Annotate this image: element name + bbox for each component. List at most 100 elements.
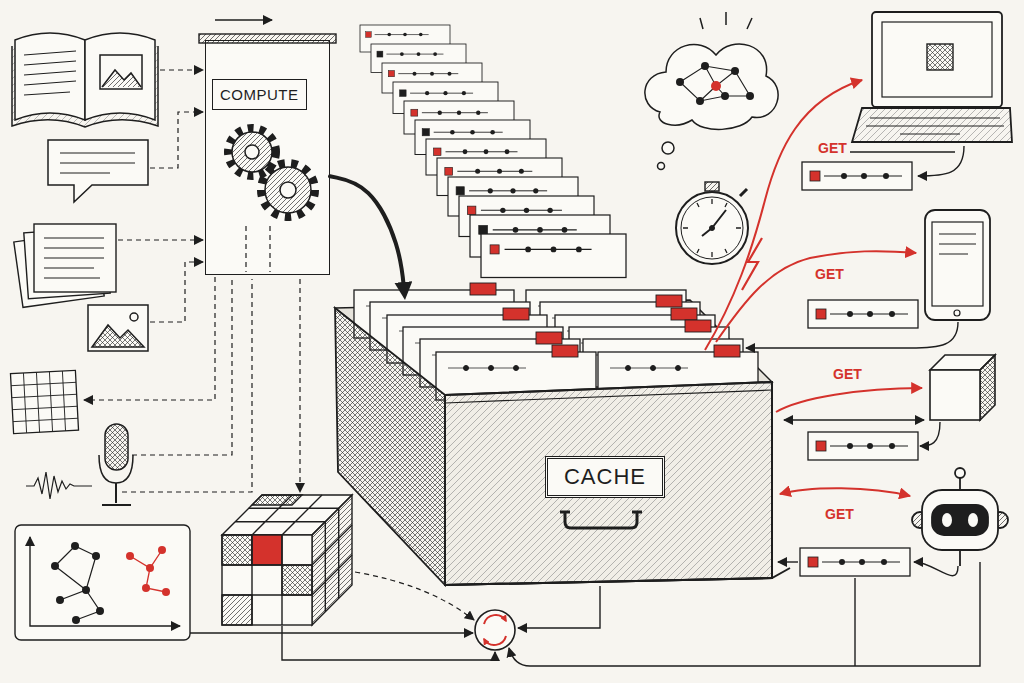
image-icon bbox=[130, 313, 138, 321]
stopwatch-icon bbox=[676, 192, 748, 264]
response-card bbox=[800, 162, 918, 576]
graph-chart-panel bbox=[126, 552, 134, 560]
stopwatch-icon bbox=[710, 226, 715, 231]
node-label: COMPUTE bbox=[212, 79, 307, 110]
cloud-network-icon bbox=[645, 12, 778, 170]
get-request-arrow bbox=[776, 388, 922, 412]
stopwatch-icon bbox=[740, 189, 747, 196]
phone-icon bbox=[939, 234, 976, 254]
response-arrow bbox=[836, 151, 955, 152]
cloud-network-icon bbox=[701, 62, 709, 70]
robot-icon bbox=[942, 513, 952, 527]
image-icon bbox=[88, 305, 148, 351]
request-label: GET bbox=[830, 366, 865, 382]
graph-chart-panel bbox=[142, 584, 150, 592]
graph-chart-panel bbox=[146, 564, 154, 572]
laptop-icon bbox=[872, 12, 1002, 107]
graph-chart-panel bbox=[72, 616, 80, 624]
cloud-network-icon bbox=[676, 78, 684, 86]
robot-icon bbox=[959, 550, 961, 566]
table-icon bbox=[10, 370, 78, 433]
dashed-flow-line bbox=[84, 277, 215, 400]
data-cube bbox=[282, 565, 312, 595]
cloud-network-icon bbox=[746, 92, 754, 100]
stopwatch-icon bbox=[705, 182, 719, 191]
graph-chart-panel bbox=[162, 588, 170, 596]
cloud-network-icon bbox=[711, 81, 721, 91]
response-card bbox=[808, 300, 918, 328]
graph-chart-panel bbox=[71, 542, 79, 550]
stopwatch-icon bbox=[683, 199, 741, 257]
cache-drawer-art bbox=[335, 283, 790, 585]
sync-symbol bbox=[484, 615, 506, 624]
data-cube bbox=[312, 495, 352, 625]
data-cube bbox=[222, 595, 252, 625]
data-cube bbox=[222, 535, 252, 565]
laptop-icon bbox=[852, 12, 1012, 142]
book-icon bbox=[100, 55, 142, 89]
cache-drawer-art bbox=[565, 512, 637, 528]
graph-chart-panel bbox=[51, 562, 59, 570]
data-cube bbox=[222, 535, 312, 625]
cache-drawer-art bbox=[335, 308, 445, 585]
sync-line bbox=[190, 562, 980, 666]
cache-drawer-art bbox=[445, 568, 790, 585]
data-cube bbox=[312, 508, 352, 611]
phone-icon bbox=[925, 210, 990, 320]
waveform bbox=[26, 472, 92, 499]
gear-icon bbox=[280, 182, 296, 198]
sync-line bbox=[518, 586, 600, 628]
data-cube bbox=[222, 535, 312, 625]
graph-chart-panel bbox=[55, 546, 100, 620]
stopwatch-icon bbox=[702, 210, 726, 236]
robot-icon bbox=[932, 505, 988, 535]
graph-chart-panel bbox=[130, 550, 166, 592]
sync-symbol bbox=[475, 610, 515, 650]
table-icon bbox=[10, 370, 78, 433]
flow-connector bbox=[330, 176, 404, 294]
graph-chart-panel bbox=[82, 586, 90, 594]
chat-bubble-icon bbox=[60, 153, 135, 173]
document-stack-icon bbox=[44, 238, 104, 278]
cloud-network-icon bbox=[696, 97, 704, 105]
book-icon bbox=[24, 51, 76, 95]
phone-icon bbox=[932, 222, 983, 306]
dashed-flow-line bbox=[150, 262, 203, 322]
compute-panel-art bbox=[205, 40, 330, 275]
device-cube-icon bbox=[930, 355, 995, 420]
robot-icon bbox=[912, 468, 1008, 566]
compute-panel-art bbox=[199, 34, 336, 275]
book-icon bbox=[12, 33, 158, 127]
robot-icon bbox=[922, 490, 998, 550]
response-arrow bbox=[746, 146, 964, 576]
request-label: GET bbox=[812, 266, 847, 282]
laptop-icon bbox=[866, 118, 1004, 134]
robot-icon bbox=[968, 513, 978, 527]
stopwatch-icon bbox=[676, 182, 748, 264]
sync-line bbox=[190, 632, 473, 633]
cloud-network-icon bbox=[731, 67, 739, 75]
dashed-flow-line bbox=[132, 279, 232, 455]
microphone-icon bbox=[102, 483, 131, 505]
data-cube bbox=[235, 495, 338, 535]
data-cube bbox=[252, 495, 302, 505]
microphone-icon bbox=[99, 455, 133, 483]
dashed-flow-line bbox=[246, 226, 270, 272]
laptop-icon bbox=[927, 44, 953, 70]
laptop-icon bbox=[882, 22, 992, 97]
compute-panel: COMPUTE bbox=[205, 40, 330, 275]
gear-icon bbox=[261, 163, 315, 217]
document-stack-icon bbox=[34, 224, 116, 292]
response-arrow bbox=[918, 146, 964, 176]
graph-chart-panel bbox=[30, 537, 180, 626]
cloud-network-icon bbox=[645, 44, 778, 130]
sync-line bbox=[282, 626, 495, 660]
microphone-icon bbox=[105, 424, 128, 470]
response-arrow bbox=[784, 419, 924, 420]
sync-symbol bbox=[484, 636, 506, 645]
sync-line bbox=[854, 578, 855, 666]
cloud-network-icon bbox=[680, 66, 750, 101]
